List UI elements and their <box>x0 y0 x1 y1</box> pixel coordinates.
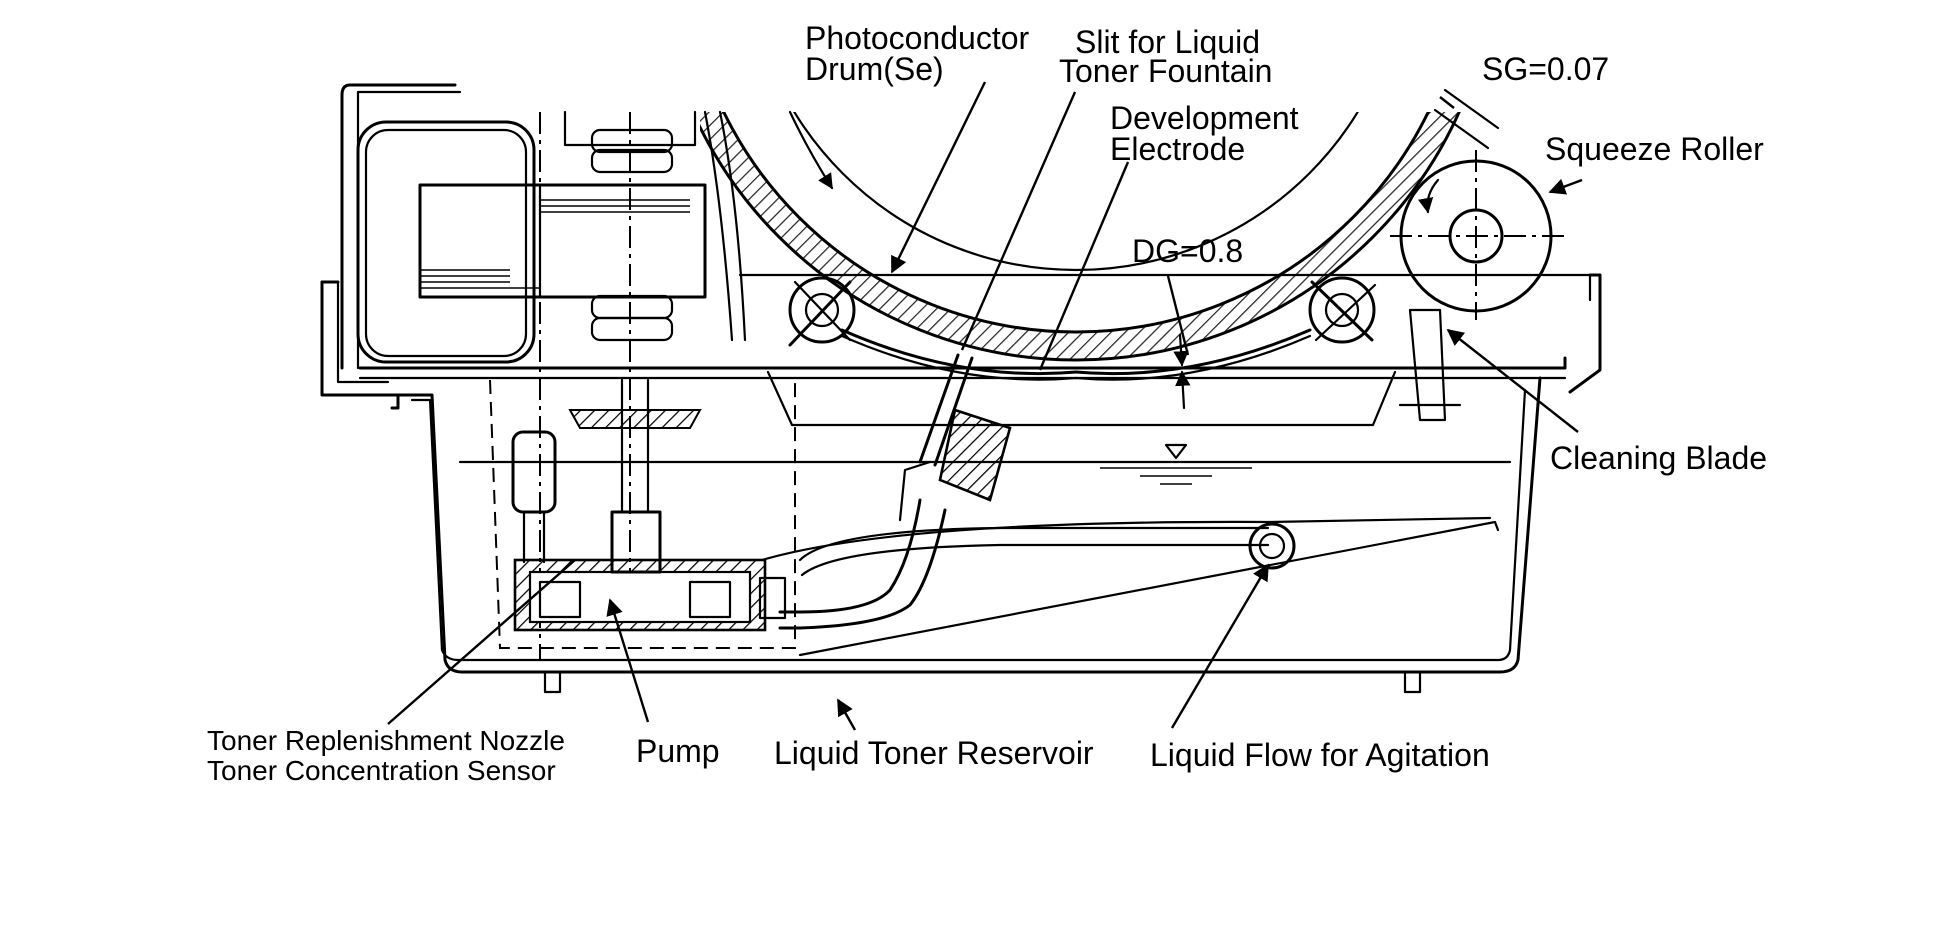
label-electrode-line1: Development <box>1110 100 1299 136</box>
drum-support-rollers <box>788 276 1377 410</box>
label-photoconductor-line1: Photoconductor <box>805 20 1030 56</box>
label-slit-line2: Toner Fountain <box>1059 53 1272 89</box>
label-sg: SG=0.07 <box>1482 51 1609 87</box>
label-pump: Pump <box>636 733 720 769</box>
squeeze-roller <box>1390 88 1570 422</box>
label-agitation: Liquid Flow for Agitation <box>1150 737 1490 773</box>
pump <box>511 378 787 632</box>
label-dg: DG=0.8 <box>1132 233 1243 269</box>
photoconductor-drum <box>700 112 1461 362</box>
agitation-pipe <box>798 522 1296 577</box>
label-electrode-line2: Electrode <box>1110 131 1245 167</box>
label-photoconductor-line2: Drum(Se) <box>805 51 944 87</box>
leader-lines <box>387 81 1583 731</box>
label-reservoir: Liquid Toner Reservoir <box>774 735 1094 771</box>
housing-frame <box>320 83 1602 660</box>
label-squeeze-roller: Squeeze Roller <box>1545 131 1764 167</box>
fountain-slit-pipe <box>778 353 1012 630</box>
label-slit-line1: Slit for Liquid <box>1075 24 1260 60</box>
label-nozzle: Toner Replenishment Nozzle <box>207 725 565 756</box>
label-sensor: Toner Concentration Sensor <box>207 755 556 786</box>
label-cleaning-blade: Cleaning Blade <box>1550 440 1767 476</box>
rotation-arrow-icon <box>788 110 834 190</box>
